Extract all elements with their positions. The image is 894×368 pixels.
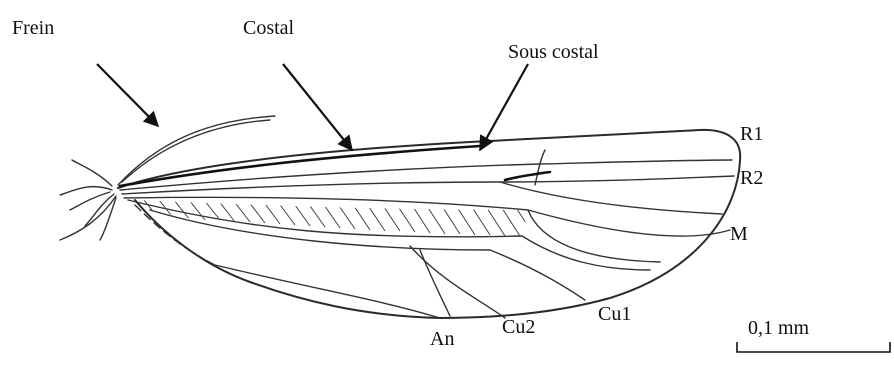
label-r1: R1 [740,123,763,145]
label-m: M [730,223,748,245]
scale-bar-label: 0,1 mm [748,317,810,339]
label-cu2: Cu2 [502,316,535,338]
label-frein: Frein [12,17,54,39]
label-costal: Costal [243,17,295,39]
scale-bar-line [737,342,890,352]
sous-costal-arrow [480,64,528,150]
annotation-arrows [97,64,528,150]
wing-outline [118,130,740,318]
label-sous-costal: Sous costal [508,41,599,63]
scale-bar: 0,1 mm [737,317,890,352]
label-an: An [430,328,454,350]
frein-arrow [97,64,158,126]
costal-arrow [283,64,352,150]
veins [120,146,734,318]
label-cu1: Cu1 [598,303,631,325]
label-r2: R2 [740,167,763,189]
